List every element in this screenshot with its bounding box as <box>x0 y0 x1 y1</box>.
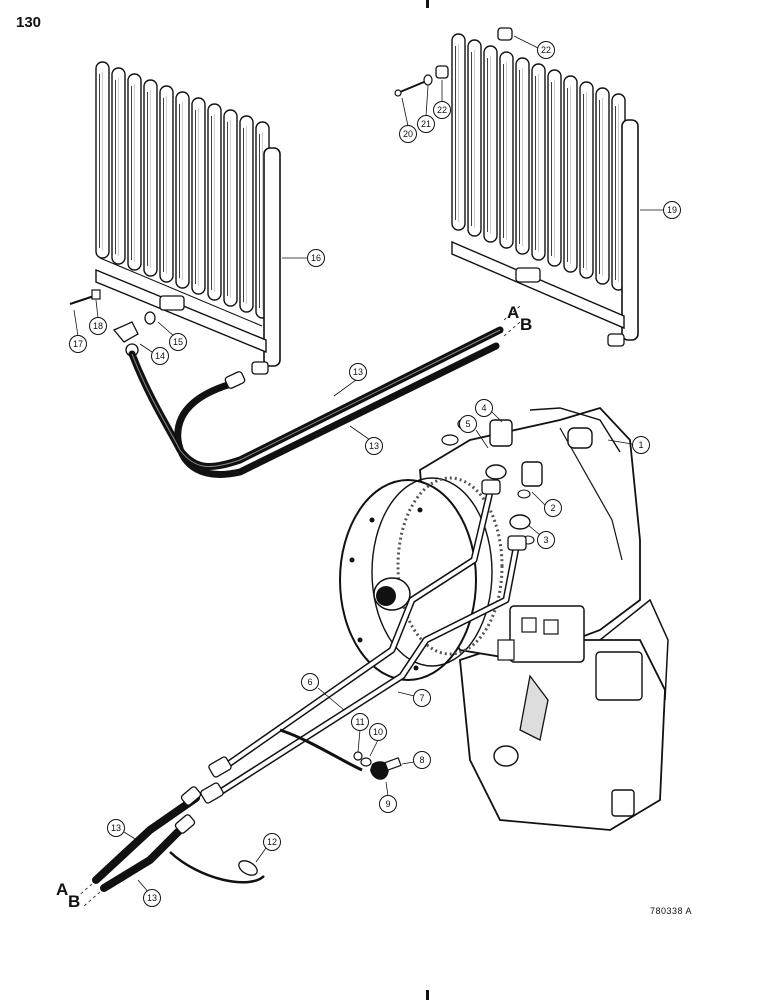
svg-text:22: 22 <box>437 105 447 115</box>
page-number: 130 <box>16 14 42 31</box>
callout-13-upper-2: 13 <box>365 437 383 455</box>
upper-hoses <box>128 305 521 478</box>
svg-text:13: 13 <box>111 823 121 833</box>
svg-text:8: 8 <box>419 755 424 765</box>
callouts: 1 2 3 4 5 6 7 8 9 10 11 12 13 13 13 13 1… <box>69 41 681 907</box>
callout-13-upper-1: 13 <box>349 363 367 381</box>
svg-text:2: 2 <box>550 503 555 513</box>
bottom-registration-mark <box>426 990 429 1000</box>
svg-text:12: 12 <box>267 837 277 847</box>
callout-7: 7 <box>413 689 431 707</box>
callout-12: 12 <box>263 833 281 851</box>
right-oil-cooler <box>451 27 639 347</box>
callout-6: 6 <box>301 673 319 691</box>
figure-code: 780338 A <box>650 906 693 916</box>
svg-text:13: 13 <box>353 367 363 377</box>
svg-text:13: 13 <box>147 893 157 903</box>
svg-text:3: 3 <box>543 535 548 545</box>
callout-21: 21 <box>417 115 435 133</box>
callout-3: 3 <box>537 531 555 549</box>
right-cooler-hardware <box>394 65 449 97</box>
callout-14: 14 <box>151 347 169 365</box>
svg-text:13: 13 <box>369 441 379 451</box>
callout-2: 2 <box>544 499 562 517</box>
callout-19: 19 <box>663 201 681 219</box>
callout-17: 17 <box>69 335 87 353</box>
svg-text:21: 21 <box>421 119 431 129</box>
callout-1: 1 <box>632 436 650 454</box>
cooler-lines-6-7 <box>200 479 527 804</box>
callout-18: 18 <box>89 317 107 335</box>
svg-text:4: 4 <box>481 403 486 413</box>
svg-text:1: 1 <box>638 440 643 450</box>
svg-text:22: 22 <box>541 45 551 55</box>
callout-22-lower: 22 <box>433 101 451 119</box>
svg-text:10: 10 <box>373 727 383 737</box>
hose-end-label-a-upper: A <box>507 303 520 322</box>
hose-end-label-a-lower: A <box>56 880 69 899</box>
svg-text:15: 15 <box>173 337 183 347</box>
svg-text:18: 18 <box>93 321 103 331</box>
left-oil-cooler <box>95 61 281 375</box>
svg-text:9: 9 <box>385 799 390 809</box>
svg-text:6: 6 <box>307 677 312 687</box>
svg-text:5: 5 <box>465 419 470 429</box>
callout-16: 16 <box>307 249 325 267</box>
callout-20: 20 <box>399 125 417 143</box>
transmission-assembly <box>339 406 669 831</box>
callout-9: 9 <box>379 795 397 813</box>
callout-13-lower-left: 13 <box>107 819 125 837</box>
callout-8: 8 <box>413 751 431 769</box>
svg-text:19: 19 <box>667 205 677 215</box>
callout-10: 10 <box>369 723 387 741</box>
lower-hoses <box>75 786 265 907</box>
svg-text:17: 17 <box>73 339 83 349</box>
svg-text:20: 20 <box>403 129 413 139</box>
callout-13-lower-right: 13 <box>143 889 161 907</box>
svg-text:14: 14 <box>155 351 165 361</box>
hose-end-label-b-upper: B <box>520 315 533 334</box>
callout-11: 11 <box>351 713 369 731</box>
callout-22-upper: 22 <box>537 41 555 59</box>
callout-15: 15 <box>169 333 187 351</box>
svg-text:7: 7 <box>419 693 424 703</box>
svg-text:11: 11 <box>355 717 364 727</box>
clamp-hardware <box>238 728 402 876</box>
svg-text:16: 16 <box>311 253 321 263</box>
callout-4: 4 <box>475 399 493 417</box>
top-registration-mark <box>426 0 429 8</box>
callout-5: 5 <box>459 415 477 433</box>
